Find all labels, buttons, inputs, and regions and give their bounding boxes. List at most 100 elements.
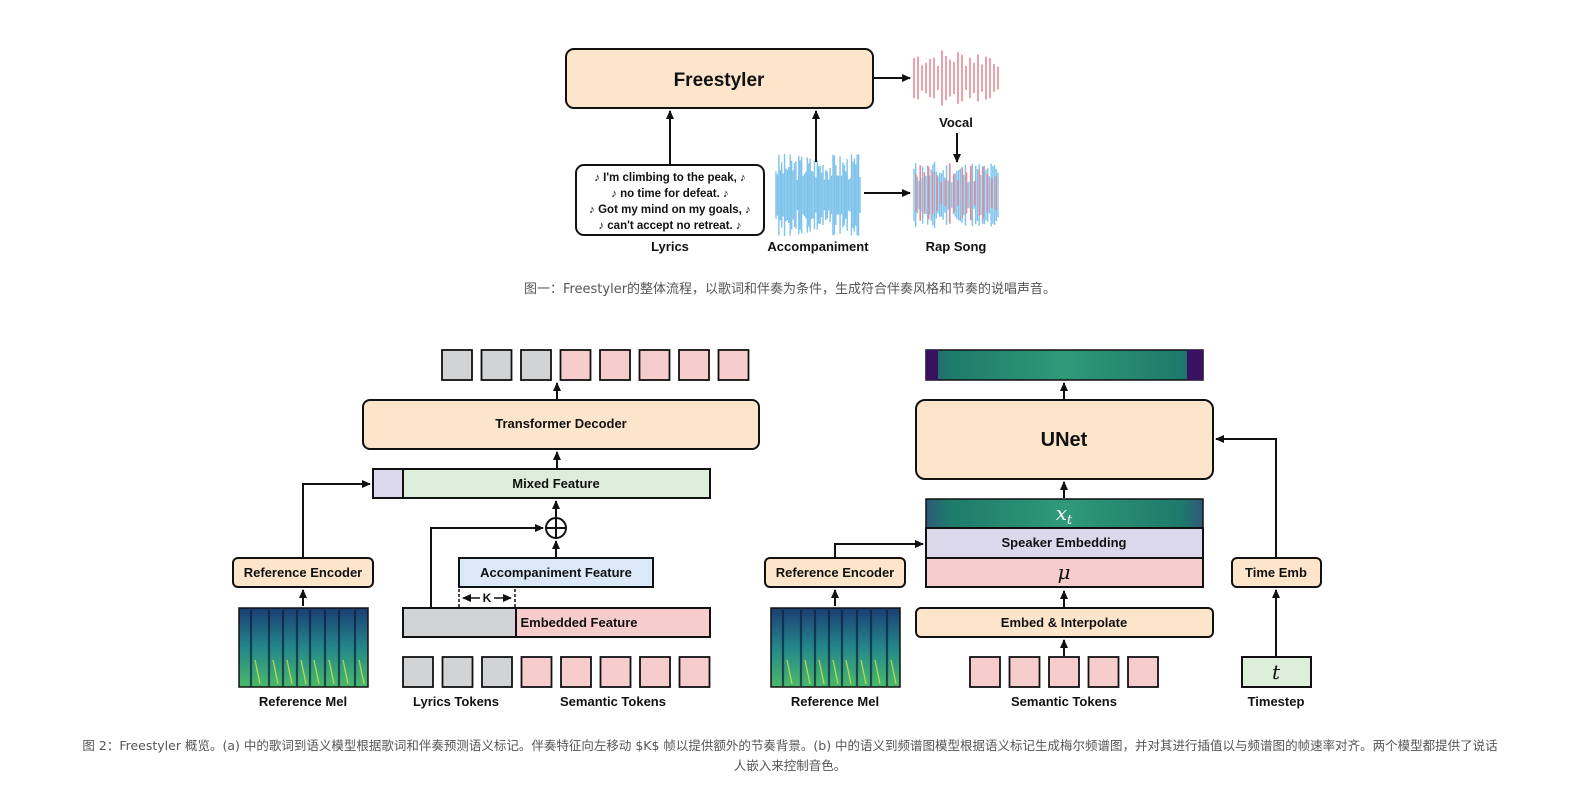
timestep-box bbox=[1241, 656, 1312, 688]
embedded-feature-label: Embedded Feature bbox=[520, 615, 637, 630]
timestep-label: Timestep bbox=[1248, 694, 1305, 709]
arrow-timeemb-to-unet bbox=[1215, 435, 1277, 557]
mel-harmonic-line bbox=[874, 659, 881, 685]
figure2-right: UNet xt Speaker Embedding μ Embed & Inte… bbox=[764, 349, 1322, 709]
output-token bbox=[599, 349, 631, 381]
semantic-tokens-label-left: Semantic Tokens bbox=[560, 694, 666, 709]
semantic-token bbox=[1048, 656, 1080, 688]
lyrics-tokens-label: Lyrics Tokens bbox=[413, 694, 499, 709]
accompaniment-feature-label: Accompaniment Feature bbox=[480, 565, 632, 580]
semantic-token bbox=[1087, 656, 1120, 688]
transformer-decoder-label: Transformer Decoder bbox=[495, 416, 627, 431]
mel-harmonic-line bbox=[845, 659, 852, 685]
mel-harmonic-line bbox=[313, 659, 320, 685]
figure2-left: Transformer Decoder Mixed Feature Accomp… bbox=[232, 349, 760, 709]
accompaniment-feature-box bbox=[458, 557, 654, 588]
input-token bbox=[678, 656, 711, 688]
lyrics-line-1: ♪ I'm climbing to the peak, ♪ bbox=[594, 172, 746, 184]
mel-harmonic-line bbox=[254, 659, 261, 685]
time-emb-box bbox=[1231, 557, 1322, 588]
unet-box bbox=[915, 399, 1214, 480]
output-token bbox=[717, 349, 750, 381]
mel-harmonic-line bbox=[272, 659, 279, 685]
reference-mel-left-stripes bbox=[249, 610, 365, 686]
reference-encoder-label-left: Reference Encoder bbox=[244, 565, 363, 580]
reference-encoder-label-right: Reference Encoder bbox=[776, 565, 895, 580]
semantic-token bbox=[969, 656, 1001, 688]
figure2-caption-line1: 图 2：Freestyler 概览。(a) 中的歌词到语义模型根据歌词和伴奏预测… bbox=[82, 738, 1498, 753]
timestep-symbol: t bbox=[1272, 660, 1281, 684]
reference-encoder-box-left bbox=[232, 557, 374, 588]
mel-harmonic-line bbox=[300, 659, 307, 685]
input-tokens bbox=[402, 656, 711, 688]
output-token bbox=[520, 349, 552, 381]
mel-harmonic-line bbox=[358, 659, 365, 685]
vocal-label: Vocal bbox=[939, 115, 973, 130]
lyrics-line-3: ♪ Got my mind on my goals, ♪ bbox=[589, 204, 751, 216]
embed-interpolate-label: Embed & Interpolate bbox=[1001, 615, 1127, 630]
mel-harmonic-line bbox=[804, 659, 811, 685]
lyrics-box bbox=[575, 164, 765, 236]
semantic-tokens-label-right: Semantic Tokens bbox=[1011, 694, 1117, 709]
transformer-decoder-box bbox=[362, 399, 760, 450]
input-token bbox=[599, 656, 632, 688]
lyrics-line-2: ♪ no time for defeat. ♪ bbox=[611, 188, 729, 200]
mixed-feature-box bbox=[402, 468, 711, 499]
arrow-refenc-to-mixed bbox=[302, 480, 371, 557]
output-token bbox=[678, 349, 710, 381]
mu-box bbox=[925, 557, 1204, 588]
xt-label: xt bbox=[1056, 501, 1073, 528]
mel-harmonic-line bbox=[832, 659, 839, 685]
semantic-token bbox=[1008, 656, 1041, 688]
figure2-caption-line2: 人嵌入来控制音色。 bbox=[733, 758, 847, 773]
mel-harmonic-line bbox=[786, 659, 793, 685]
output-token bbox=[480, 349, 513, 381]
speaker-embedding-label: Speaker Embedding bbox=[1002, 535, 1127, 550]
accompaniment-label: Accompaniment bbox=[767, 239, 869, 254]
unet-label: UNet bbox=[1041, 429, 1088, 451]
mel-harmonic-line bbox=[860, 659, 867, 685]
input-token bbox=[481, 656, 513, 688]
mu-label: μ bbox=[1058, 560, 1071, 584]
semantic-token bbox=[1127, 656, 1159, 688]
vocal-waveform bbox=[913, 50, 999, 106]
rap-song-label: Rap Song bbox=[926, 239, 987, 254]
time-emb-label: Time Emb bbox=[1245, 565, 1307, 580]
output-spectrogram-right-pad bbox=[1187, 350, 1203, 380]
mel-harmonic-line bbox=[342, 659, 349, 685]
freestyler-box bbox=[565, 48, 874, 109]
input-token bbox=[441, 656, 474, 688]
output-token bbox=[559, 349, 592, 381]
embedded-feature-semantic-part bbox=[515, 607, 711, 638]
input-token bbox=[639, 656, 671, 688]
mel-harmonic-line bbox=[818, 659, 825, 685]
reference-mel-label-left: Reference Mel bbox=[259, 694, 347, 709]
figure1: Freestyler Vocal ♪ I'm climbing to the p… bbox=[565, 48, 999, 254]
input-token bbox=[560, 656, 592, 688]
mel-harmonic-line bbox=[286, 659, 293, 685]
semantic-tokens-right bbox=[969, 656, 1159, 688]
input-token bbox=[520, 656, 553, 688]
k-label: K bbox=[483, 591, 492, 605]
reference-mel-label-right: Reference Mel bbox=[791, 694, 879, 709]
output-spectrogram-left-pad bbox=[926, 350, 938, 380]
embed-interpolate-box bbox=[915, 607, 1214, 638]
reference-encoder-box-right bbox=[764, 557, 906, 588]
mel-harmonic-line bbox=[328, 659, 335, 685]
rap-song-waveform bbox=[913, 162, 999, 228]
mel-harmonic-line bbox=[890, 659, 897, 685]
lyrics-label: Lyrics bbox=[651, 239, 689, 254]
arrow-refenc-to-speaker bbox=[834, 540, 924, 557]
freestyler-label: Freestyler bbox=[674, 70, 765, 91]
accompaniment-waveform bbox=[775, 154, 861, 236]
output-spectrogram bbox=[925, 349, 1204, 381]
output-token bbox=[441, 349, 473, 381]
output-token bbox=[638, 349, 671, 381]
input-token bbox=[402, 656, 434, 688]
reference-mel-right-stripes bbox=[781, 610, 897, 686]
mixed-feature-label: Mixed Feature bbox=[512, 476, 599, 491]
lyrics-line-4: ♪ can't accept no retreat. ♪ bbox=[598, 220, 741, 232]
figure1-caption: 图一：Freestyler的整体流程，以歌词和伴奏为条件，生成符合伴奏风格和节奏… bbox=[523, 282, 1057, 297]
speaker-embedding-box bbox=[925, 527, 1204, 559]
